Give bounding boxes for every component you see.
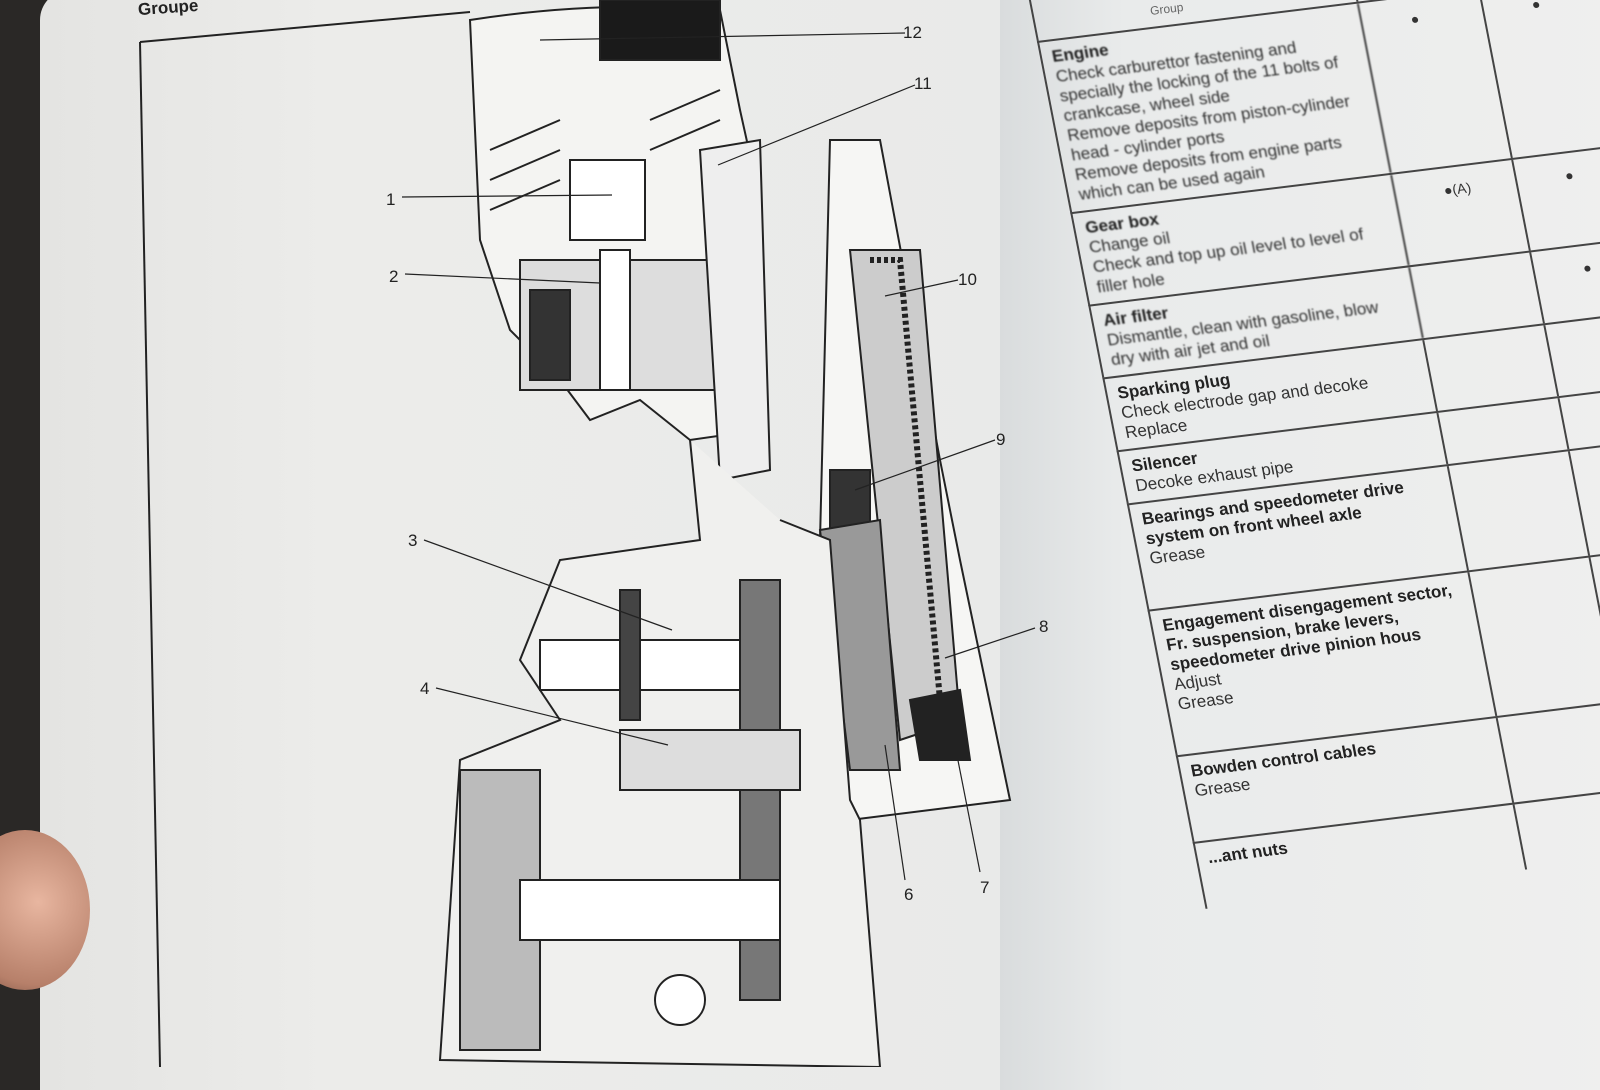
leader-2 (404, 273, 601, 284)
callout-11: 11 (914, 74, 932, 93)
callout-9: 9 (996, 430, 1005, 449)
callout-7: 7 (980, 878, 989, 897)
right-page (1000, 0, 1600, 1090)
interval-mark: ● (1581, 259, 1593, 277)
interval-mark: ●(A) (1442, 179, 1473, 199)
leader-1 (401, 194, 613, 198)
leader-11 (717, 84, 916, 166)
frame-top (139, 11, 471, 43)
leader-9 (854, 439, 996, 491)
leader-6 (884, 744, 906, 881)
callout-10: 10 (958, 270, 977, 289)
leader-12 (539, 32, 906, 41)
leader-7 (949, 719, 981, 873)
interval-mark: ● (1563, 166, 1575, 184)
callout-8: 8 (1039, 617, 1048, 636)
leader-3 (423, 539, 673, 631)
frame-left (139, 41, 161, 1067)
engine-cutaway-diagram: 1 2 3 4 6 7 8 9 10 11 12 (139, 0, 1048, 1067)
callout-1: 1 (386, 190, 395, 209)
callout-2: 2 (389, 267, 398, 286)
leader-4 (435, 687, 669, 746)
leader-8 (944, 627, 1036, 659)
interval-mark: ● (1409, 10, 1421, 28)
callout-6: 6 (904, 885, 913, 904)
callout-12: 12 (903, 23, 922, 42)
interval-mark: ● (1530, 0, 1542, 13)
callout-4: 4 (420, 679, 429, 698)
leader-10 (884, 279, 959, 297)
callout-3: 3 (408, 531, 417, 550)
